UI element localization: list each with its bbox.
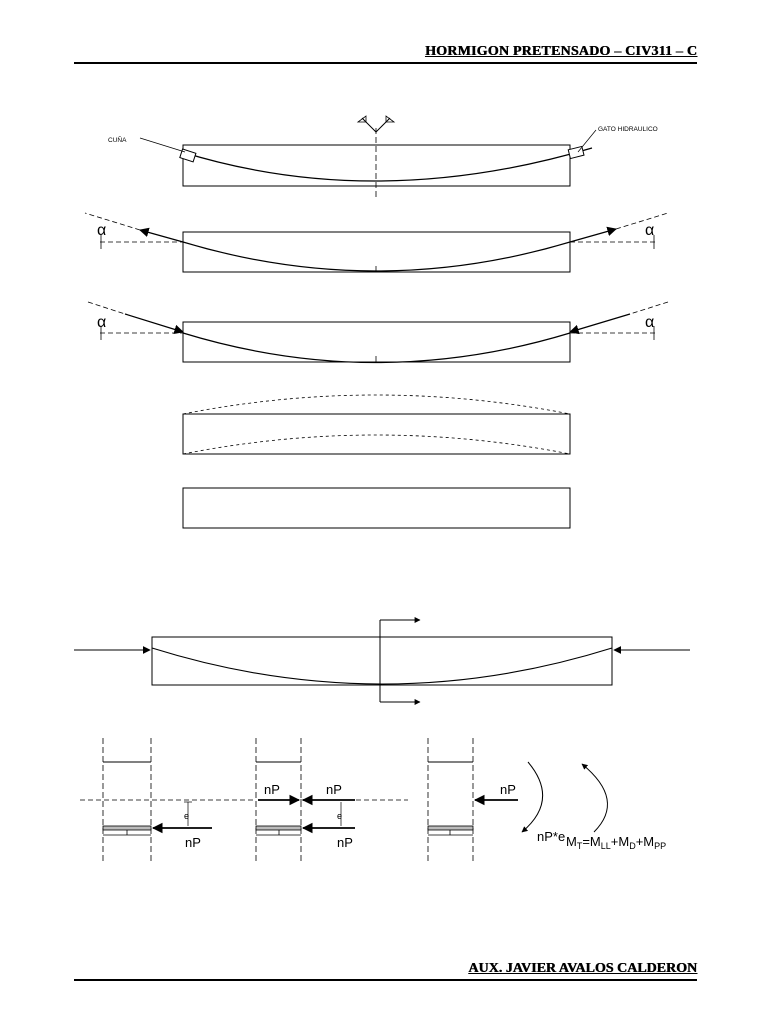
footer-author: AUX. JAVIER AVALOS CALDERON [468, 961, 697, 976]
np-label-3: nP [500, 782, 516, 797]
alpha-label-right-2: α [645, 314, 654, 331]
fbd-2: nP nP e nP [255, 738, 355, 862]
alpha-label-left: α [97, 222, 106, 239]
mt-formula: MT=MLL+MD+MPP [566, 834, 666, 851]
np-label-2b: nP [326, 782, 342, 797]
alpha-label-left-2: α [97, 314, 106, 331]
moment-mt-arrow [581, 763, 608, 833]
beam-camber [182, 394, 571, 455]
header-title: HORMIGON PRETENSADO – CIV311 – C [424, 44, 697, 59]
page-header: HORMIGON PRETENSADO – CIV311 – C [74, 44, 697, 64]
beam-anchor-forces-outward: α α [84, 212, 669, 273]
np-label-1: nP [185, 835, 201, 850]
moment-np-e-label: nP*e [537, 829, 565, 844]
fbd-3: nP nP*e MT=MLL+MD+MPP [427, 738, 666, 862]
free-body-diagrams: e nP nP nP e nP [80, 738, 666, 862]
alpha-label-right: α [645, 222, 654, 239]
beam-section-cut [74, 617, 690, 705]
np-label-2a: nP [264, 782, 280, 797]
np-label-2c: nP [337, 835, 353, 850]
moment-np-e-arrow [521, 761, 543, 833]
eccentricity-label-1: e [184, 811, 189, 821]
hydraulic-jack-icon [567, 145, 585, 160]
fbd-1: e nP [102, 738, 212, 862]
beam-anchor-forces-inward: α α [87, 301, 669, 364]
wedge-label: CUÑA [108, 135, 127, 144]
eccentricity-label-2: e [337, 811, 342, 821]
beam-plain [182, 487, 571, 529]
beam-tensioning: CUÑA GATO HIDRAULICO [108, 115, 658, 200]
page-footer: AUX. JAVIER AVALOS CALDERON [74, 961, 697, 981]
wedge-icon [179, 148, 197, 163]
jack-label: GATO HIDRAULICO [598, 126, 658, 133]
